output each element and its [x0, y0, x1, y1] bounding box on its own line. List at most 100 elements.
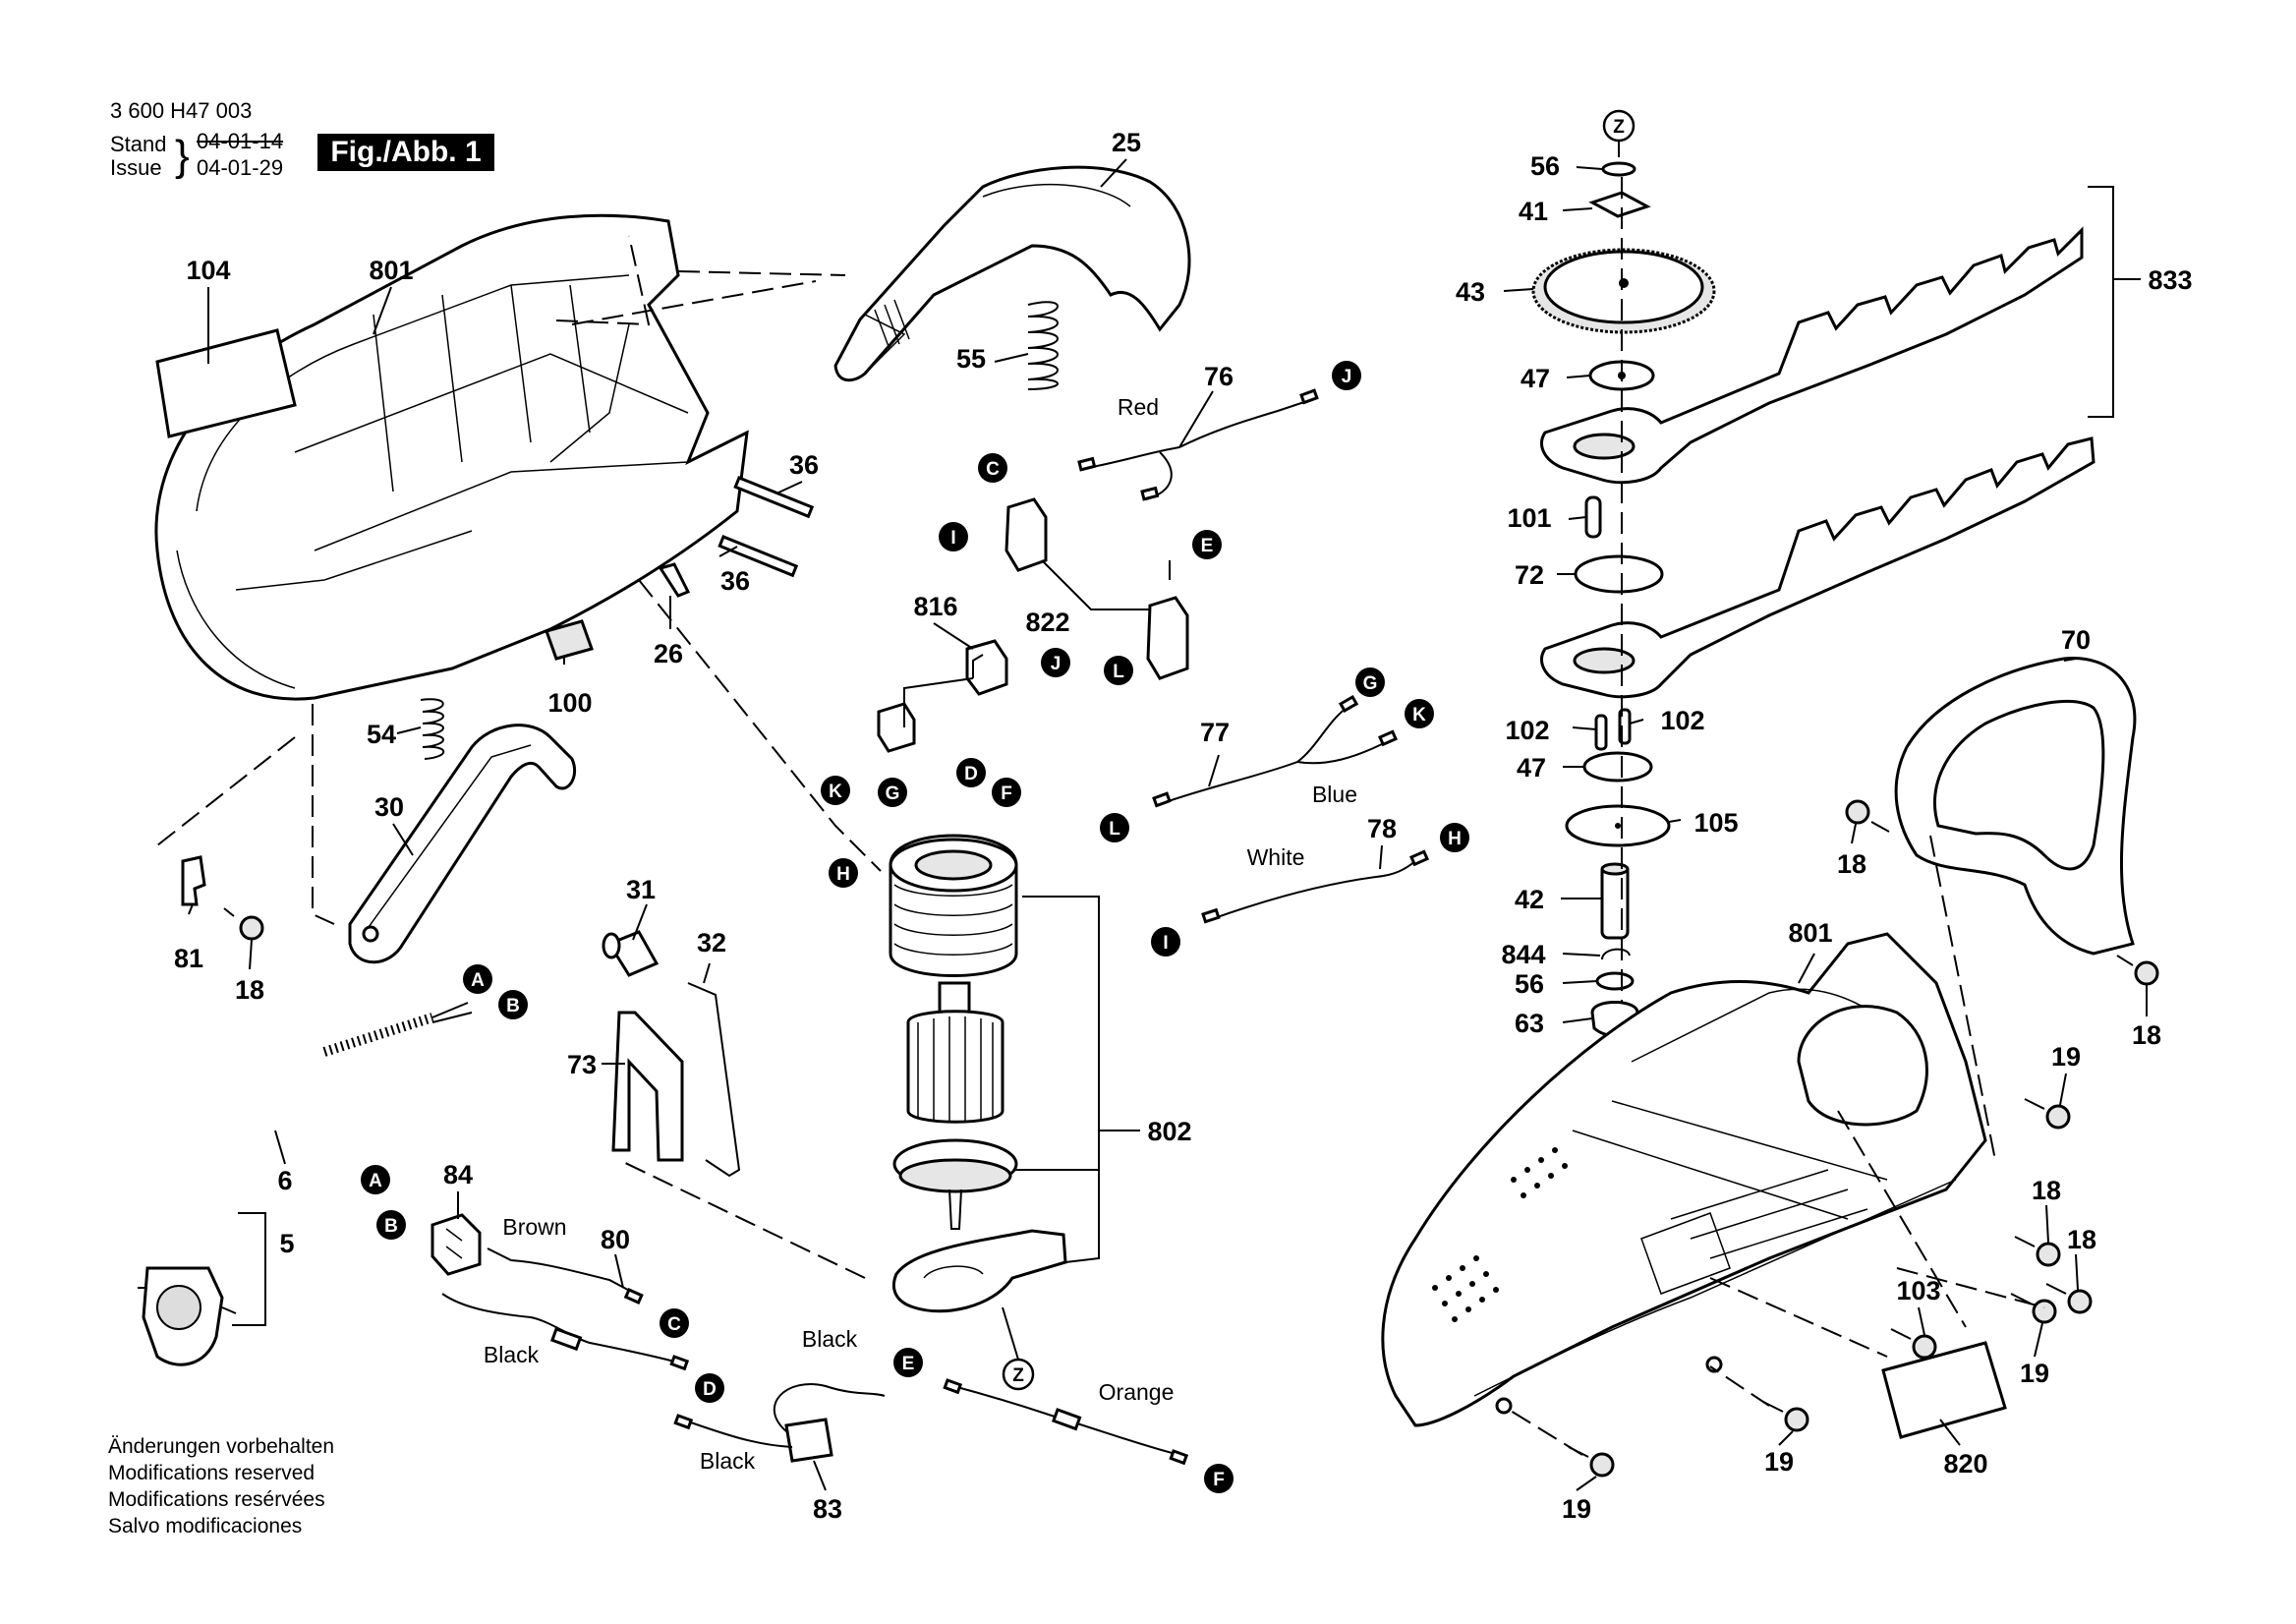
bushing-31	[602, 930, 660, 977]
blade-lower-833	[1540, 436, 2095, 699]
svg-text:Z: Z	[1012, 1365, 1024, 1386]
wire-black-label-3: Black	[700, 1448, 756, 1474]
wire-blue-label: Blue	[1312, 782, 1357, 807]
screw-18-left	[223, 907, 264, 941]
part-18-e: 18	[2067, 1225, 2096, 1254]
capacitor-83	[673, 1383, 886, 1463]
connector-I-switch: I	[939, 522, 968, 551]
switch-816	[877, 639, 1008, 753]
shaft-42	[1600, 862, 1630, 940]
svg-text:J: J	[1051, 654, 1062, 674]
wire-77-blue	[1159, 707, 1387, 805]
screw-103	[1890, 1328, 1937, 1360]
svg-text:G: G	[886, 783, 900, 804]
spring-wire-32	[687, 982, 741, 1178]
disc-72	[1574, 554, 1664, 594]
svg-text:E: E	[1201, 536, 1214, 556]
connector-J-switch: J	[1041, 648, 1070, 677]
connector-L-wire: L	[1100, 813, 1129, 842]
connector-G-wire: G	[1355, 667, 1385, 697]
connector-Z-motor: Z	[1002, 1358, 1035, 1391]
part-102-right: 102	[1660, 706, 1704, 735]
wire-80-brown	[487, 1247, 640, 1297]
svg-text:H: H	[836, 864, 850, 885]
wire-orange-label: Orange	[1099, 1379, 1175, 1405]
screw-18-upper	[1845, 799, 1890, 833]
connector-J-wire76: J	[1332, 361, 1361, 390]
svg-text:B: B	[384, 1216, 398, 1237]
connector-A-block: A	[361, 1165, 390, 1194]
part-19-b: 19	[2020, 1359, 2049, 1388]
wire-black-to-D	[441, 1293, 679, 1363]
armature	[892, 981, 1018, 1230]
part-36-lower: 36	[720, 566, 750, 596]
connector-L-switch: L	[1104, 656, 1133, 685]
part-820: 820	[1943, 1449, 1987, 1479]
power-cord-6	[165, 1002, 473, 1177]
screw-18-right	[2116, 955, 2159, 986]
part-19-c: 19	[1764, 1447, 1794, 1477]
svg-text:B: B	[506, 996, 520, 1016]
figure-label: Fig./Abb. 1	[317, 134, 494, 171]
svg-text:F: F	[1001, 783, 1012, 804]
svg-text:D: D	[703, 1379, 717, 1400]
part-41: 41	[1519, 197, 1548, 226]
screw-19-a	[2024, 1098, 2071, 1130]
part-labels: 104 801 25 55 76 36 36 26 100 54 30 81 1…	[174, 128, 2193, 1524]
part-73: 73	[567, 1050, 597, 1079]
connector-F-stator: F	[992, 778, 1021, 807]
part-18-left: 18	[235, 975, 264, 1005]
connector-B-cord: B	[498, 990, 528, 1019]
part-80: 80	[601, 1225, 630, 1254]
part-801-left: 801	[369, 256, 413, 285]
bracket-81	[181, 855, 206, 906]
part-42: 42	[1515, 885, 1544, 914]
part-100: 100	[547, 688, 592, 718]
spring-55	[1027, 301, 1059, 390]
bracket-802	[1014, 896, 1100, 1263]
part-83: 83	[813, 1494, 842, 1524]
wire-black-label-1: Black	[484, 1342, 540, 1367]
connector-I-wire: I	[1151, 927, 1180, 957]
part-802: 802	[1147, 1117, 1191, 1146]
connector-A-cord: A	[463, 964, 492, 994]
note-en: Modifications reserved	[108, 1462, 316, 1484]
connector-D-stator: D	[956, 758, 986, 787]
connector-K-wire: K	[1405, 699, 1434, 728]
connector-D-wire: D	[695, 1373, 724, 1403]
svg-text:G: G	[1363, 673, 1378, 694]
label-sheet-820	[1881, 1341, 2007, 1439]
terminal-block-84	[430, 1213, 482, 1276]
plug-5	[138, 1266, 237, 1366]
svg-text:C: C	[667, 1314, 681, 1335]
part-55: 55	[956, 344, 986, 374]
part-18-upper: 18	[1837, 849, 1866, 879]
handle-25	[833, 165, 1191, 382]
part-72: 72	[1515, 560, 1544, 590]
part-84: 84	[443, 1160, 473, 1189]
connector-G-stator: G	[878, 778, 907, 807]
svg-text:E: E	[902, 1354, 915, 1374]
connector-C-wire80: C	[660, 1308, 689, 1338]
part-31: 31	[626, 875, 656, 904]
wire-brown-label: Brown	[502, 1214, 566, 1240]
washer-56-top	[1601, 161, 1636, 177]
bracket-73	[611, 1011, 684, 1162]
part-81: 81	[174, 944, 203, 973]
motor-plate	[891, 1229, 1067, 1313]
connector-F-wire: F	[1204, 1464, 1234, 1493]
note-es: Salvo modificaciones	[108, 1515, 303, 1537]
connector-E-wire: E	[893, 1348, 923, 1377]
front-handle-70	[1894, 657, 2137, 956]
stand-label: Stand	[110, 132, 167, 156]
part-103: 103	[1896, 1276, 1940, 1305]
wire-black-label-2: Black	[802, 1326, 858, 1352]
part-54: 54	[367, 720, 396, 749]
motor-stator-802	[889, 834, 1018, 977]
svg-text:Z: Z	[1613, 117, 1625, 138]
part-19-d: 19	[1562, 1494, 1591, 1524]
pins-102	[1594, 708, 1632, 751]
blade-upper-833	[1540, 226, 2084, 485]
svg-text:F: F	[1213, 1470, 1225, 1490]
